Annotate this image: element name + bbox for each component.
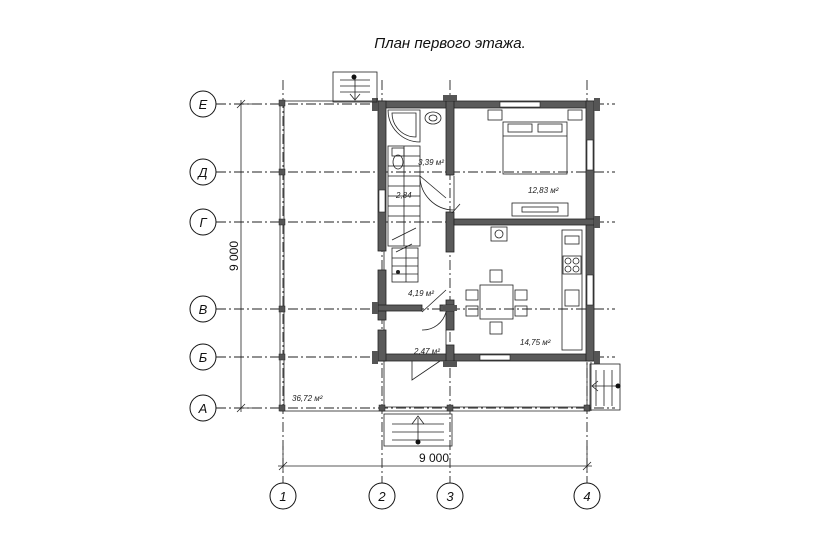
area-labels: 3,39 м² 2,84 12,83 м² 4,19 м² 2,47 м² 14… — [292, 158, 559, 403]
kitchen-furniture — [465, 226, 583, 351]
axis-marker-1 — [269, 482, 297, 510]
axis-marker-3 — [436, 482, 464, 510]
axis-label-a: А — [198, 401, 208, 416]
axis-marker-v — [189, 295, 217, 323]
axis-label-4: 4 — [583, 489, 590, 504]
axis-number-markers: 1 2 3 4 — [269, 482, 601, 510]
axis-marker-d — [189, 158, 217, 186]
axis-label-g: Г — [199, 215, 207, 230]
doors — [411, 175, 461, 381]
plan-title: План первого этажа. — [374, 35, 526, 52]
area-bathroom: 3,39 м² — [418, 158, 444, 167]
bathroom-fixtures — [387, 109, 442, 170]
terrace — [278, 99, 592, 412]
area-kitchen: 14,75 м² — [520, 338, 551, 347]
axis-marker-b — [189, 343, 217, 371]
area-terrace: 36,72 м² — [292, 394, 323, 403]
area-bedroom: 12,83 м² — [528, 186, 559, 195]
windows — [378, 101, 594, 361]
axis-label-1: 1 — [279, 489, 286, 504]
axis-marker-2 — [368, 482, 396, 510]
area-entry: 2,47 м² — [413, 347, 440, 356]
axis-label-3: 3 — [446, 489, 454, 504]
axis-label-v: В — [199, 302, 208, 317]
vertical-dimension: 9 000 — [227, 99, 262, 413]
axis-marker-a — [189, 394, 217, 422]
width-dimension-label: 9 000 — [419, 451, 449, 465]
horizontal-dimension: 9 000 — [278, 446, 592, 472]
horizontal-axis-lines — [216, 103, 615, 409]
vertical-axis-lines — [282, 80, 588, 484]
axis-marker-g — [189, 208, 217, 236]
axis-letter-markers: Е Д Г В Б А — [189, 90, 217, 422]
axis-marker-4 — [573, 482, 601, 510]
height-dimension-label: 9 000 — [227, 241, 241, 271]
axis-label-e: Е — [199, 97, 208, 112]
area-hall: 4,19 м² — [408, 289, 434, 298]
stairs — [387, 145, 421, 283]
axis-label-2: 2 — [377, 489, 386, 504]
porches — [332, 71, 621, 447]
bedroom-furniture — [487, 109, 583, 217]
area-stairs: 2,84 — [395, 191, 412, 200]
axis-marker-e — [189, 90, 217, 118]
axis-label-b: Б — [199, 350, 208, 365]
axis-label-d: Д — [196, 165, 207, 180]
